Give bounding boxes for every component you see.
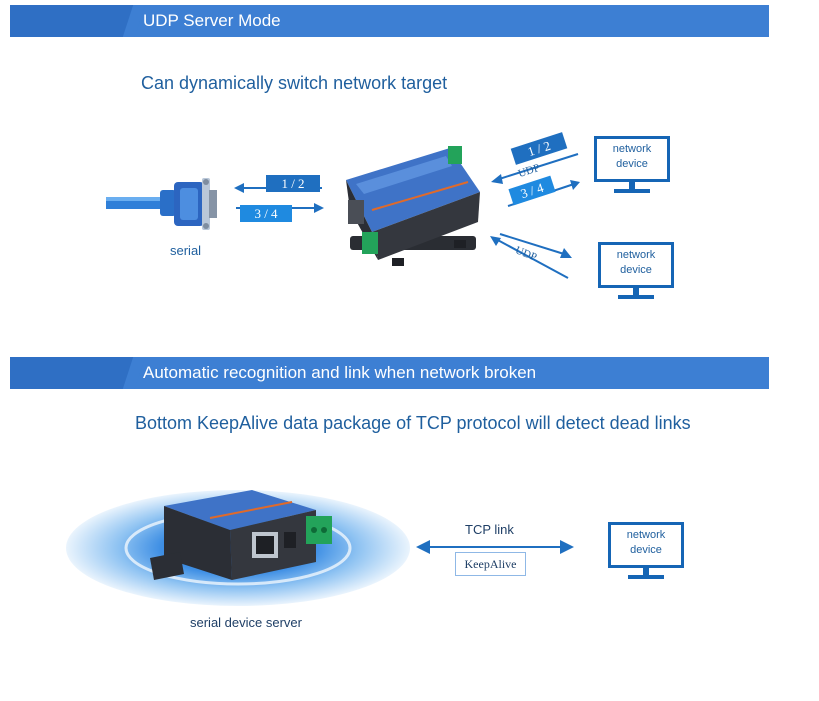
banner-title: UDP Server Mode — [143, 11, 281, 30]
network-device-label: network device — [626, 529, 666, 556]
monitor-stand — [629, 182, 635, 191]
udp-arrow-lower — [490, 233, 572, 279]
monitor-stand — [643, 568, 649, 577]
section-banner-keepalive: Automatic recognition and link when netw… — [10, 357, 769, 389]
keepalive-box: KeepAlive — [455, 552, 526, 576]
banner-title: Automatic recognition and link when netw… — [143, 363, 537, 382]
serial-device-server-icon — [150, 490, 332, 580]
banner-notch — [10, 5, 135, 37]
tag-1-2-left: 1 / 2 — [266, 175, 320, 192]
network-device-monitor-3: network device — [608, 522, 684, 568]
monitor-stand — [633, 288, 639, 297]
server-label: serial device server — [190, 615, 302, 630]
tcp-link-arrow — [416, 540, 574, 554]
tag-3-4-left: 3 / 4 — [240, 205, 292, 222]
tcp-link-label: TCP link — [465, 522, 514, 537]
section-banner-udp: UDP Server Mode — [10, 5, 769, 37]
section-heading: Bottom KeepAlive data package of TCP pro… — [135, 413, 691, 433]
serial-connector-icon — [106, 178, 217, 230]
network-device-label: network device — [616, 249, 656, 276]
network-device-label: network device — [612, 143, 652, 170]
network-device-monitor-1: network device — [594, 136, 670, 182]
serial-device-server-icon — [346, 146, 480, 266]
monitor-foot — [614, 189, 650, 193]
network-device-monitor-2: network device — [598, 242, 674, 288]
monitor-foot — [628, 575, 664, 579]
serial-label: serial — [170, 243, 202, 258]
section-heading: Can dynamically switch network target — [141, 73, 448, 93]
monitor-foot — [618, 295, 654, 299]
banner-notch — [10, 357, 135, 389]
keepalive-label: KeepAlive — [464, 557, 517, 571]
